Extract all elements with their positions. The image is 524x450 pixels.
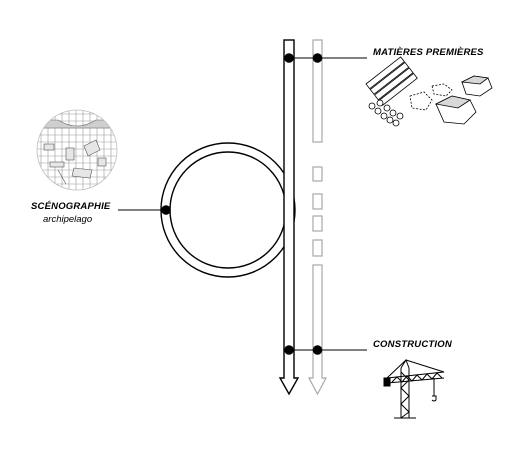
raw-materials-label: MATIÈRES PREMIÈRES bbox=[373, 47, 484, 58]
connector-lines bbox=[118, 57, 367, 351]
rocks-icon bbox=[409, 75, 493, 125]
scenography-label: SCÉNOGRAPHIE bbox=[31, 201, 111, 212]
node-bottom-secondary bbox=[312, 345, 323, 355]
node-loop bbox=[161, 205, 171, 215]
loop-ring bbox=[160, 142, 296, 278]
log-pile-icon bbox=[365, 56, 418, 127]
grid-circle-icon bbox=[36, 109, 118, 191]
node-top-main bbox=[284, 53, 294, 63]
node-bottom-main bbox=[284, 345, 294, 355]
main-flow-arrow bbox=[278, 39, 300, 396]
scenography-sublabel: archipelago bbox=[43, 214, 93, 225]
tower-crane-icon bbox=[383, 358, 445, 419]
nodes bbox=[161, 53, 323, 355]
construction-label: CONSTRUCTION bbox=[373, 339, 452, 350]
node-top-secondary bbox=[312, 53, 323, 63]
secondary-flow-arrow bbox=[308, 39, 327, 396]
